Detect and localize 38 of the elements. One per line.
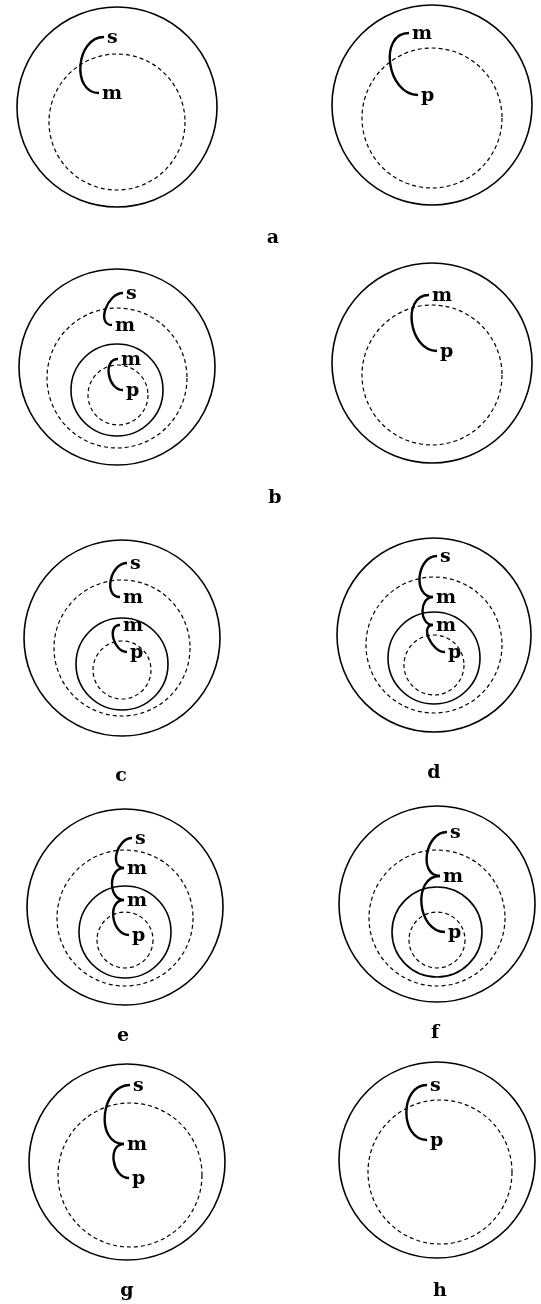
part-letter: p [132, 924, 146, 944]
part-letter: m [412, 22, 433, 42]
part-letter: p [440, 340, 454, 360]
part-letter: m [123, 614, 144, 634]
part-letter: s [135, 827, 146, 847]
part-letter: m [432, 284, 453, 304]
part-letter: m [436, 614, 457, 634]
part-letter: m [102, 82, 123, 102]
panel-label: e [116, 1024, 130, 1044]
part-letter: p [130, 641, 144, 661]
panel-label: b [268, 486, 282, 506]
part-letter: m [115, 314, 136, 334]
part-letter: m [443, 865, 464, 885]
part-letter: m [436, 586, 457, 606]
panel-label: c [115, 764, 127, 784]
part-letter: m [121, 348, 142, 368]
part-letter: p [448, 641, 462, 661]
part-letter: s [130, 552, 141, 572]
part-letter: s [440, 545, 451, 565]
part-letter: m [127, 1133, 148, 1153]
part-letter: s [126, 282, 137, 302]
part-letter: m [127, 857, 148, 877]
part-letter: s [107, 26, 118, 46]
panel-label: a [266, 226, 280, 246]
part-letter: p [126, 379, 140, 399]
part-letter: p [421, 84, 435, 104]
part-letter: m [127, 889, 148, 909]
part-letter: s [450, 821, 461, 841]
panel-label: f [430, 1021, 440, 1041]
part-letter: s [430, 1074, 441, 1094]
panel-label: g [120, 1279, 134, 1299]
part-letter: s [133, 1074, 144, 1094]
part-letter: p [448, 921, 462, 941]
part-letter: p [132, 1167, 146, 1187]
part-letter: m [123, 586, 144, 606]
panel-label: h [433, 1279, 447, 1299]
panel-label: d [427, 761, 441, 781]
part-letter: p [430, 1129, 444, 1149]
